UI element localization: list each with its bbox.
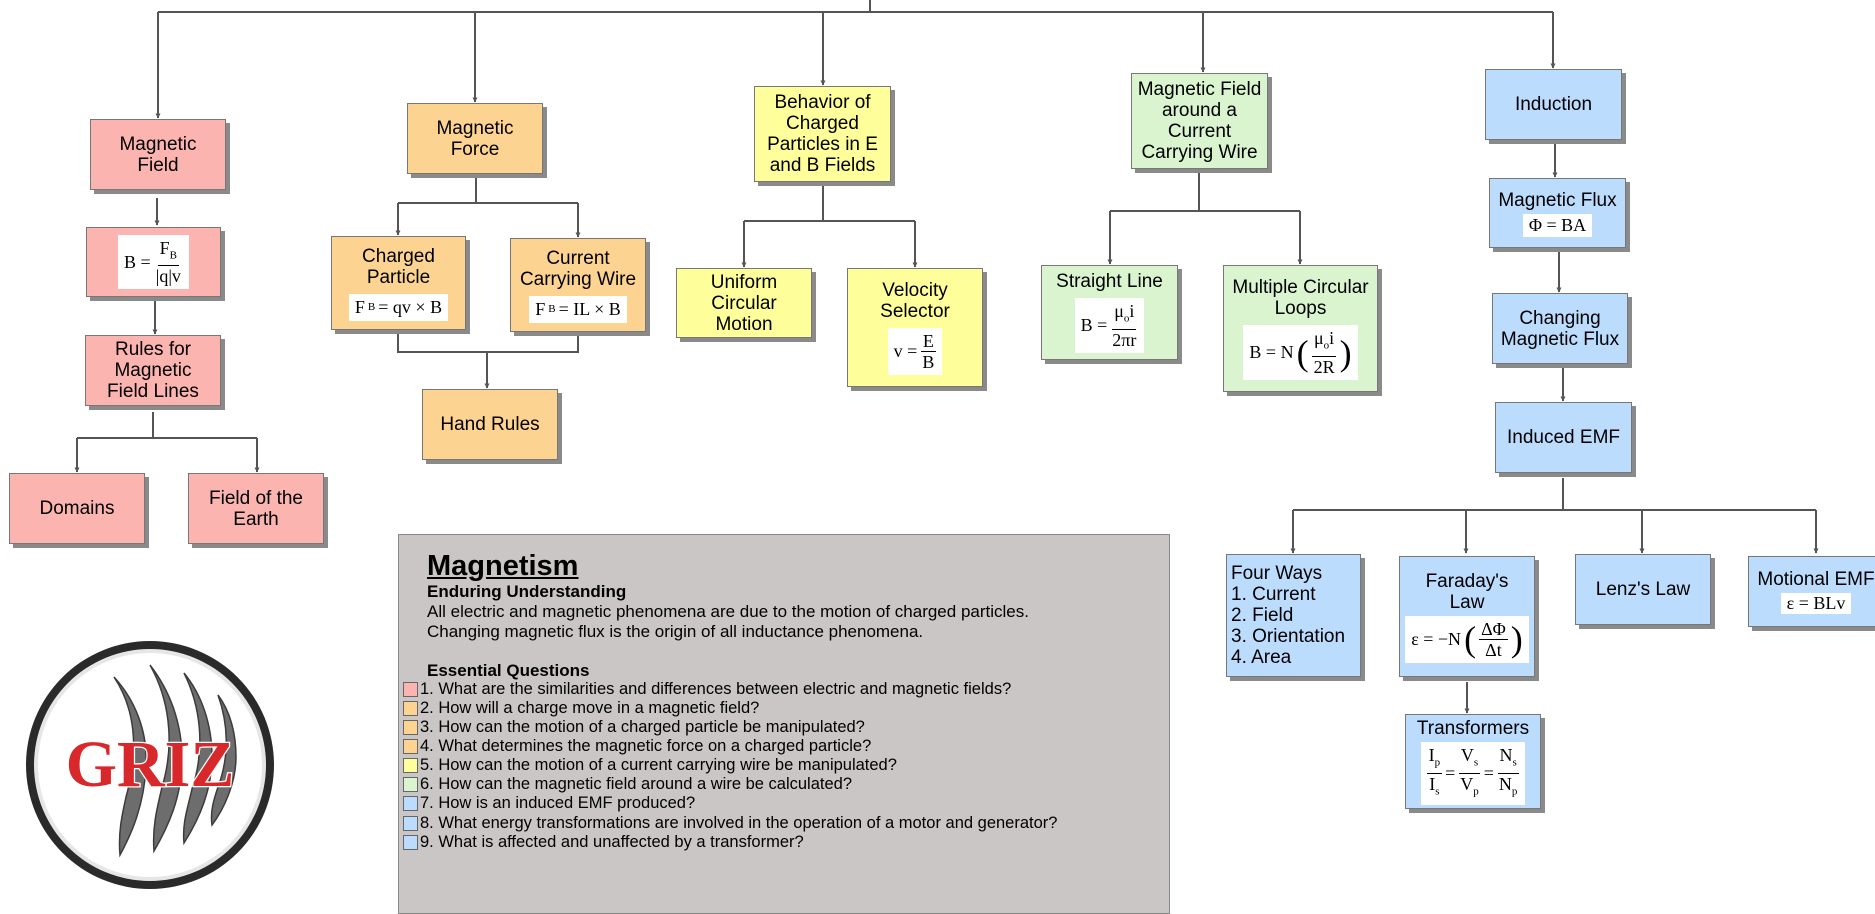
node-label: Lenz's Law <box>1595 579 1691 600</box>
node-label: Motional EMF <box>1757 569 1875 590</box>
essential-questions-heading: Essential Questions <box>427 661 590 680</box>
node-label: Uniform Circular Motion <box>710 271 778 335</box>
question-row: 6. How can the magnetic field around a w… <box>403 775 852 794</box>
question-text: 1. What are the similarities and differe… <box>420 680 1012 698</box>
four-ways-item: 4. Area <box>1231 647 1292 668</box>
node-rules-field-lines: Rules for Magnetic Field Lines <box>85 335 221 406</box>
color-swatch <box>403 758 418 773</box>
node-label: Magnetic Field around a Current Carrying… <box>1137 79 1262 163</box>
node-label: Charged Particle <box>362 245 435 288</box>
node-label: Magnetic Field <box>119 133 197 176</box>
color-swatch <box>403 816 418 831</box>
question-row: 7. How is an induced EMF produced? <box>403 794 695 813</box>
node-uniform-circular-motion: Uniform Circular Motion <box>676 268 812 338</box>
color-swatch <box>403 739 418 754</box>
node-label: Magnetic Flux <box>1498 189 1617 211</box>
equation-motional: ε = BLv <box>1780 593 1852 614</box>
four-ways-title: Four Ways <box>1231 563 1323 584</box>
question-text: 3. How can the motion of a charged parti… <box>420 718 865 736</box>
node-label: Straight Line <box>1056 271 1163 292</box>
node-induced-emf: Induced EMF <box>1495 402 1632 473</box>
node-lenzs-law: Lenz's Law <box>1575 554 1711 625</box>
question-row: 4. What determines the magnetic force on… <box>403 737 871 756</box>
node-label: Induced EMF <box>1507 427 1620 448</box>
color-swatch <box>403 682 418 697</box>
node-changing-flux: Changing Magnetic Flux <box>1492 293 1628 364</box>
panel-title: Magnetism <box>427 550 579 582</box>
node-magnetic-force: Magnetic Force <box>407 103 543 174</box>
question-text: 6. How can the magnetic field around a w… <box>420 775 853 793</box>
info-panel: Magnetism Enduring Understanding All ele… <box>398 534 1170 914</box>
node-label: Domains <box>39 498 115 519</box>
question-text: 5. How can the motion of a current carry… <box>420 756 897 774</box>
node-label: Rules for Magnetic Field Lines <box>107 339 199 402</box>
question-row: 8. What energy transformations are invol… <box>403 814 1057 833</box>
question-text: 4. What determines the magnetic force on… <box>420 737 872 755</box>
node-motional-emf: Motional EMF ε = BLv <box>1748 556 1875 627</box>
node-induction: Induction <box>1485 69 1622 140</box>
question-text: 2. How will a charge move in a magnetic … <box>420 699 760 717</box>
four-ways-item: 1. Current <box>1231 584 1316 605</box>
node-label: Velocity Selector <box>880 280 950 322</box>
node-field-of-earth: Field of the Earth <box>188 473 324 544</box>
griz-logo: GRIZ <box>26 641 274 889</box>
color-swatch <box>403 777 418 792</box>
node-label: Field of the Earth <box>209 487 303 530</box>
color-swatch <box>403 835 418 850</box>
node-label: Hand Rules <box>440 414 540 435</box>
node-four-ways: Four Ways 1. Current 2. Field 3. Orienta… <box>1226 554 1361 677</box>
question-row: 5. How can the motion of a current carry… <box>403 756 897 775</box>
node-field-around-wire: Magnetic Field around a Current Carrying… <box>1131 73 1268 169</box>
four-ways-item: 2. Field <box>1231 605 1294 626</box>
equation-flux: Φ = BA <box>1522 213 1593 237</box>
node-magnetic-field: Magnetic Field <box>90 119 226 190</box>
four-ways-item: 3. Orientation <box>1231 626 1346 647</box>
question-row: 1. What are the similarities and differe… <box>403 680 1011 699</box>
equation-b-field: B = FB|q|v <box>118 234 189 290</box>
enduring-understanding-line: Changing magnetic flux is the origin of … <box>427 622 924 641</box>
node-label: Induction <box>1514 94 1593 115</box>
question-row: 3. How can the motion of a charged parti… <box>403 718 865 737</box>
node-domains: Domains <box>9 473 145 544</box>
question-text: 9. What is affected and unaffected by a … <box>420 833 804 851</box>
question-text: 8. What energy transformations are invol… <box>420 814 1058 832</box>
node-label: Multiple Circular Loops <box>1232 277 1369 320</box>
enduring-understanding-heading: Enduring Understanding <box>427 582 627 601</box>
node-label: Current Carrying Wire <box>519 247 637 290</box>
color-swatch <box>403 701 418 716</box>
node-magnetic-field-equation: B = FB|q|v <box>86 227 221 297</box>
node-behavior-charged-particles: Behavior of Charged Particles in E and B… <box>754 86 891 182</box>
question-row: 2. How will a charge move in a magnetic … <box>403 699 759 718</box>
color-swatch <box>403 720 418 735</box>
node-magnetic-flux: Magnetic Flux Φ = BA <box>1489 178 1626 248</box>
question-row: 9. What is affected and unaffected by a … <box>403 833 804 852</box>
node-label: Magnetic Force <box>436 117 514 160</box>
color-swatch <box>403 796 418 811</box>
node-label: Faraday's Law <box>1425 570 1509 613</box>
question-text: 7. How is an induced EMF produced? <box>420 794 696 812</box>
logo-text: GRIZ <box>66 728 235 801</box>
enduring-understanding-line: All electric and magnetic phenomena are … <box>427 602 1029 621</box>
node-label: Behavior of Charged Particles in E and B… <box>767 92 878 176</box>
node-label: Transformers <box>1416 718 1530 740</box>
node-label: Changing Magnetic Flux <box>1500 307 1620 350</box>
node-hand-rules: Hand Rules <box>422 389 558 460</box>
